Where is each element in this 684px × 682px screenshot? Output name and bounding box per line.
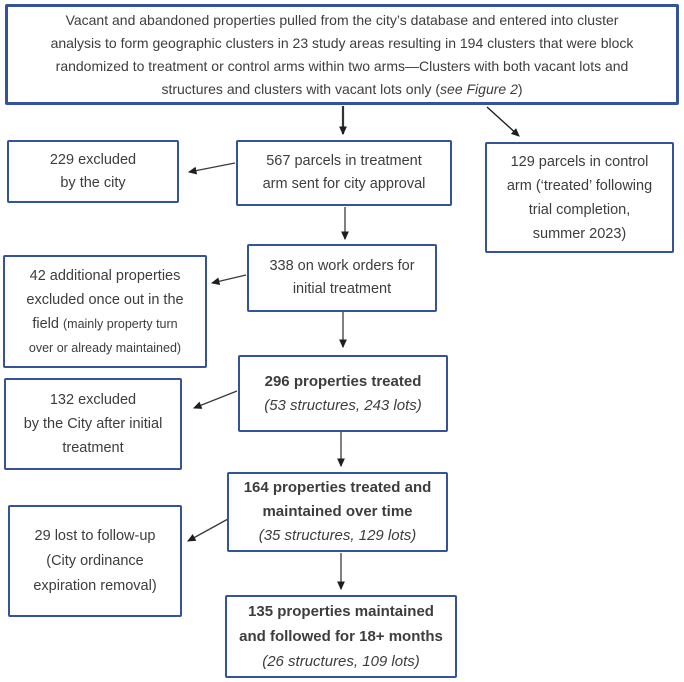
treated-296-bold1: 296 properties treated (264, 372, 422, 390)
maintained-164-bold1: 164 properties treated and (243, 479, 432, 496)
treated-296-italic1: (53 structures, 243 lots) (264, 396, 422, 414)
top-box-line4: structures and clusters with vacant lots… (161, 78, 522, 101)
excluded-132-line1: 132 excluded (49, 392, 137, 408)
final-followup-box: 135 properties maintained and followed f… (225, 595, 457, 678)
treatment-567-line1: 567 parcels in treatment (266, 153, 422, 169)
properties-treated-box: 296 properties treated (53 structures, 2… (238, 355, 448, 432)
excluded-42-line2: excluded once out in the (26, 291, 184, 308)
lost-29-line1: 29 lost to follow-up (34, 527, 156, 544)
excluded-132-line2: by the City after initial (23, 416, 163, 432)
control-129-line2: arm (‘treated’ following (506, 177, 653, 194)
excluded-after-treatment-box: 132 excluded by the City after initial t… (4, 378, 182, 470)
maintained-over-time-box: 164 properties treated and maintained ov… (227, 472, 448, 552)
top-box-line3: randomized to treatment or control arms … (55, 57, 629, 74)
workorders-338-line1: 338 on work orders for (269, 258, 415, 274)
final-135-bold1: 135 properties maintained (248, 603, 434, 620)
final-135-bold2: and followed for 18+ months (239, 628, 443, 645)
arrow-workorders-to-excluded42 (210, 274, 247, 286)
lost-29-line3: expiration removal) (33, 577, 157, 594)
excluded-132-line3: treatment (62, 440, 124, 456)
treatment-arm-box: 567 parcels in treatment arm sent for ci… (236, 140, 452, 206)
excluded-229-line2: by the city (60, 174, 126, 191)
study-population-box: Vacant and abandoned properties pulled f… (5, 4, 679, 105)
top-box-line4-prefix: structures and clusters with vacant lots… (161, 80, 441, 97)
arrow-treatment-to-excluded229 (187, 162, 236, 175)
excluded-by-city-box: 229 excluded by the city (7, 140, 179, 203)
top-box-figure-reference: see Figure 2 (440, 80, 518, 97)
excluded-42-line3: field (mainly property turn (32, 312, 177, 336)
top-box-line4-suffix: ) (517, 80, 523, 97)
arrow-maintained164-to-lost29 (187, 518, 229, 542)
workorders-338-line2: initial treatment (292, 281, 392, 297)
maintained-164-bold2: maintained over time (262, 503, 413, 520)
lost-29-line2: (City ordinance (46, 552, 144, 569)
top-box-line2: analysis to form geographic clusters in … (50, 34, 634, 51)
maintained-164-italic1: (35 structures, 129 lots) (258, 527, 417, 544)
excluded-42-line3-normal: field (32, 315, 63, 332)
excluded-42-line4: over or already maintained) (28, 340, 182, 355)
lost-to-followup-box: 29 lost to follow-up (City ordinance exp… (8, 505, 182, 617)
excluded-42-line1: 42 additional properties (29, 267, 181, 284)
excluded-in-field-box: 42 additional properties excluded once o… (3, 255, 207, 368)
top-box-line1: Vacant and abandoned properties pulled f… (65, 11, 619, 28)
treatment-567-line2: arm sent for city approval (262, 176, 426, 192)
work-orders-box: 338 on work orders for initial treatment (247, 244, 437, 312)
final-135-italic1: (26 structures, 109 lots) (262, 653, 420, 670)
control-129-line3: trial completion, (528, 201, 631, 218)
excluded-229-line1: 229 excluded (49, 151, 137, 168)
control-arm-box: 129 parcels in control arm (‘treated’ fo… (485, 142, 674, 253)
control-129-line1: 129 parcels in control (510, 153, 649, 170)
arrow-treated296-to-excluded132 (192, 390, 238, 409)
control-129-line4: summer 2023) (532, 225, 627, 242)
arrow-top-to-control (486, 106, 520, 137)
excluded-42-line3-small: (mainly property turn (63, 316, 178, 331)
